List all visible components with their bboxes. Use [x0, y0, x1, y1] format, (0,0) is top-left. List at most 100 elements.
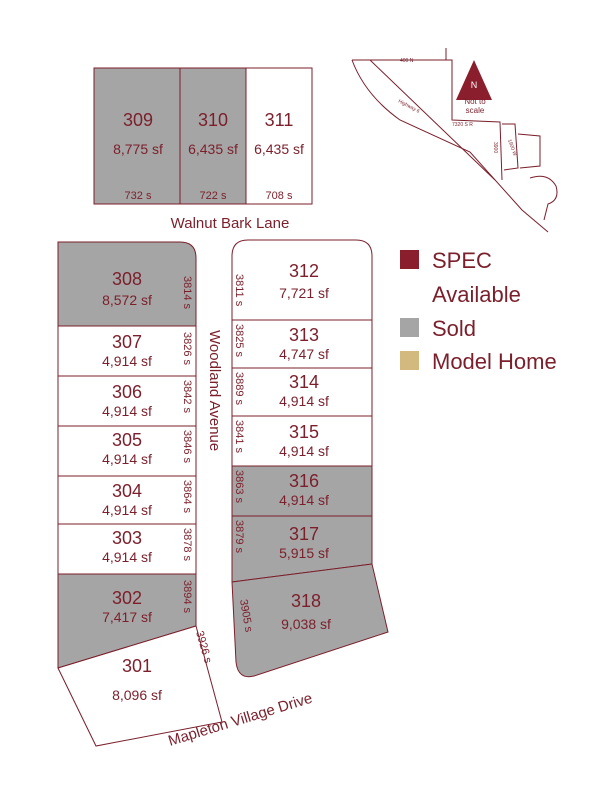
lot-314-number: 314	[289, 372, 319, 392]
lot-317-number: 317	[289, 524, 319, 544]
lot-310-shape[interactable]	[179, 67, 247, 205]
lot-303-size: 4,914 sf	[102, 549, 152, 565]
legend-swatch-sold	[400, 318, 419, 337]
vicinity-inset-map: 400 N Highway 6 7320 S R 3900 1900 W N N…	[351, 48, 558, 233]
lot-302-size: 7,417 sf	[102, 609, 152, 625]
lot-304[interactable]: 304 4,914 sf 3864 s	[57, 475, 197, 525]
lot-313[interactable]: 313 4,747 sf 3825 s	[231, 319, 373, 369]
lot-313-size: 4,747 sf	[279, 346, 329, 362]
lot-309-number: 309	[123, 110, 153, 130]
lot-318-shape[interactable]	[231, 563, 389, 678]
lot-307[interactable]: 307 4,914 sf 3826 s	[57, 325, 197, 377]
lot-305[interactable]: 305 4,914 sf 3846 s	[57, 425, 197, 477]
lot-313-number: 313	[289, 325, 319, 345]
legend-label-sold: Sold	[432, 316, 476, 341]
lot-315[interactable]: 315 4,914 sf 3841 s	[231, 415, 373, 467]
lot-306[interactable]: 306 4,914 sf 3842 s	[57, 375, 197, 427]
lot-312-address: 3811 s	[233, 274, 245, 307]
lot-309-shape[interactable]	[93, 67, 181, 205]
legend-label-spec: SPEC	[432, 248, 492, 273]
lot-303[interactable]: 303 4,914 sf 3878 s	[57, 523, 197, 575]
lot-315-size: 4,914 sf	[279, 443, 329, 459]
scale-note-line2: scale	[466, 106, 485, 115]
lot-306-address: 3842 s	[181, 380, 193, 414]
lot-303-number: 303	[112, 528, 142, 548]
inset-lot-outline	[529, 175, 558, 221]
lot-312[interactable]: 312 7,721 sf 3811 s	[231, 239, 373, 321]
legend: SPEC Available Sold Model Home	[400, 248, 557, 374]
lot-311-number: 311	[265, 110, 294, 130]
lot-304-number: 304	[112, 481, 142, 501]
lot-302-address: 3894 s	[181, 580, 193, 614]
street-woodland-avenue: Woodland Avenue	[206, 330, 223, 451]
lot-303-address: 3878 s	[181, 528, 193, 562]
legend-swatch-model-home	[400, 351, 419, 370]
lot-317-size: 5,915 sf	[279, 545, 329, 561]
street-walnut-bark-lane: Walnut Bark Lane	[171, 215, 290, 232]
north-label: N	[471, 80, 478, 90]
legend-label-available: Available	[432, 282, 521, 307]
legend-label-model-home: Model Home	[432, 349, 557, 374]
lot-306-size: 4,914 sf	[102, 403, 152, 419]
inset-label-7320: 7320 S R	[452, 122, 473, 128]
lot-315-address: 3841 s	[233, 420, 245, 454]
lot-312-size: 7,721 sf	[279, 285, 329, 301]
lot-310[interactable]: 310 6,435 sf 722 s	[179, 67, 247, 205]
lot-311-shape[interactable]	[245, 67, 313, 205]
lot-304-size: 4,914 sf	[102, 502, 152, 518]
lot-318-size: 9,038 sf	[281, 616, 331, 632]
lot-317-address: 3879 s	[233, 520, 245, 554]
lot-316-size: 4,914 sf	[279, 492, 329, 508]
lot-306-number: 306	[112, 382, 142, 402]
lot-311-size: 6,435 sf	[254, 141, 304, 157]
lot-318[interactable]: 318 9,038 sf 3905 s	[231, 563, 389, 678]
lot-305-address: 3846 s	[181, 430, 193, 464]
lot-318-address: 3905 s	[237, 598, 255, 633]
lot-311-address: 708 s	[266, 190, 293, 202]
lot-307-address: 3826 s	[181, 332, 193, 366]
lot-309-address: 732 s	[125, 190, 152, 202]
lot-314-size: 4,914 sf	[279, 393, 329, 409]
lot-308-number: 308	[112, 269, 142, 289]
lot-301-size: 8,096 sf	[112, 687, 162, 703]
inset-label-highway: Highway 6	[397, 98, 421, 114]
north-arrow-icon	[456, 60, 492, 100]
lot-312-shape[interactable]	[231, 239, 373, 321]
lot-318-number: 318	[291, 591, 321, 611]
inset-label-1900w: 1900 W	[506, 139, 518, 158]
lot-307-number: 307	[112, 332, 142, 352]
inset-road-grid	[446, 59, 503, 181]
lot-314-address: 3889 s	[233, 372, 245, 406]
lot-314[interactable]: 314 4,914 sf 3889 s	[231, 367, 373, 417]
legend-swatch-spec	[400, 250, 419, 269]
lot-312-number: 312	[289, 261, 319, 281]
lot-316-number: 316	[289, 471, 319, 491]
lot-309[interactable]: 309 8,775 sf 732 s	[93, 67, 181, 205]
lot-309-size: 8,775 sf	[113, 141, 163, 157]
lot-301-number: 301	[122, 656, 152, 676]
lot-302-number: 302	[112, 588, 142, 608]
inset-road-highway	[351, 59, 549, 233]
lot-316-address: 3863 s	[233, 470, 245, 504]
lot-310-address: 722 s	[200, 190, 227, 202]
inset-label-3900: 3900	[492, 142, 498, 153]
lot-307-size: 4,914 sf	[102, 353, 152, 369]
lot-308-size: 8,572 sf	[102, 292, 152, 308]
lot-310-number: 310	[198, 110, 228, 130]
lot-308[interactable]: 308 8,572 sf 3814 s	[57, 241, 197, 327]
lot-316[interactable]: 316 4,914 sf 3863 s	[231, 465, 373, 517]
lot-315-number: 315	[289, 422, 319, 442]
lot-310-size: 6,435 sf	[188, 141, 238, 157]
inset-parcel	[502, 123, 519, 171]
lot-304-address: 3864 s	[181, 480, 193, 514]
lot-317[interactable]: 317 5,915 sf 3879 s	[231, 515, 373, 583]
lot-301-shape[interactable]	[57, 625, 223, 747]
lot-313-address: 3825 s	[233, 324, 245, 358]
lot-311[interactable]: 311 6,435 sf 708 s	[245, 67, 313, 205]
inset-parcel-2	[517, 133, 541, 169]
inset-label-400n: 400 N	[400, 58, 414, 64]
lot-308-address: 3814 s	[181, 276, 193, 310]
lot-308-shape[interactable]	[57, 241, 197, 327]
lot-302[interactable]: 302 7,417 sf 3894 s	[57, 573, 197, 669]
